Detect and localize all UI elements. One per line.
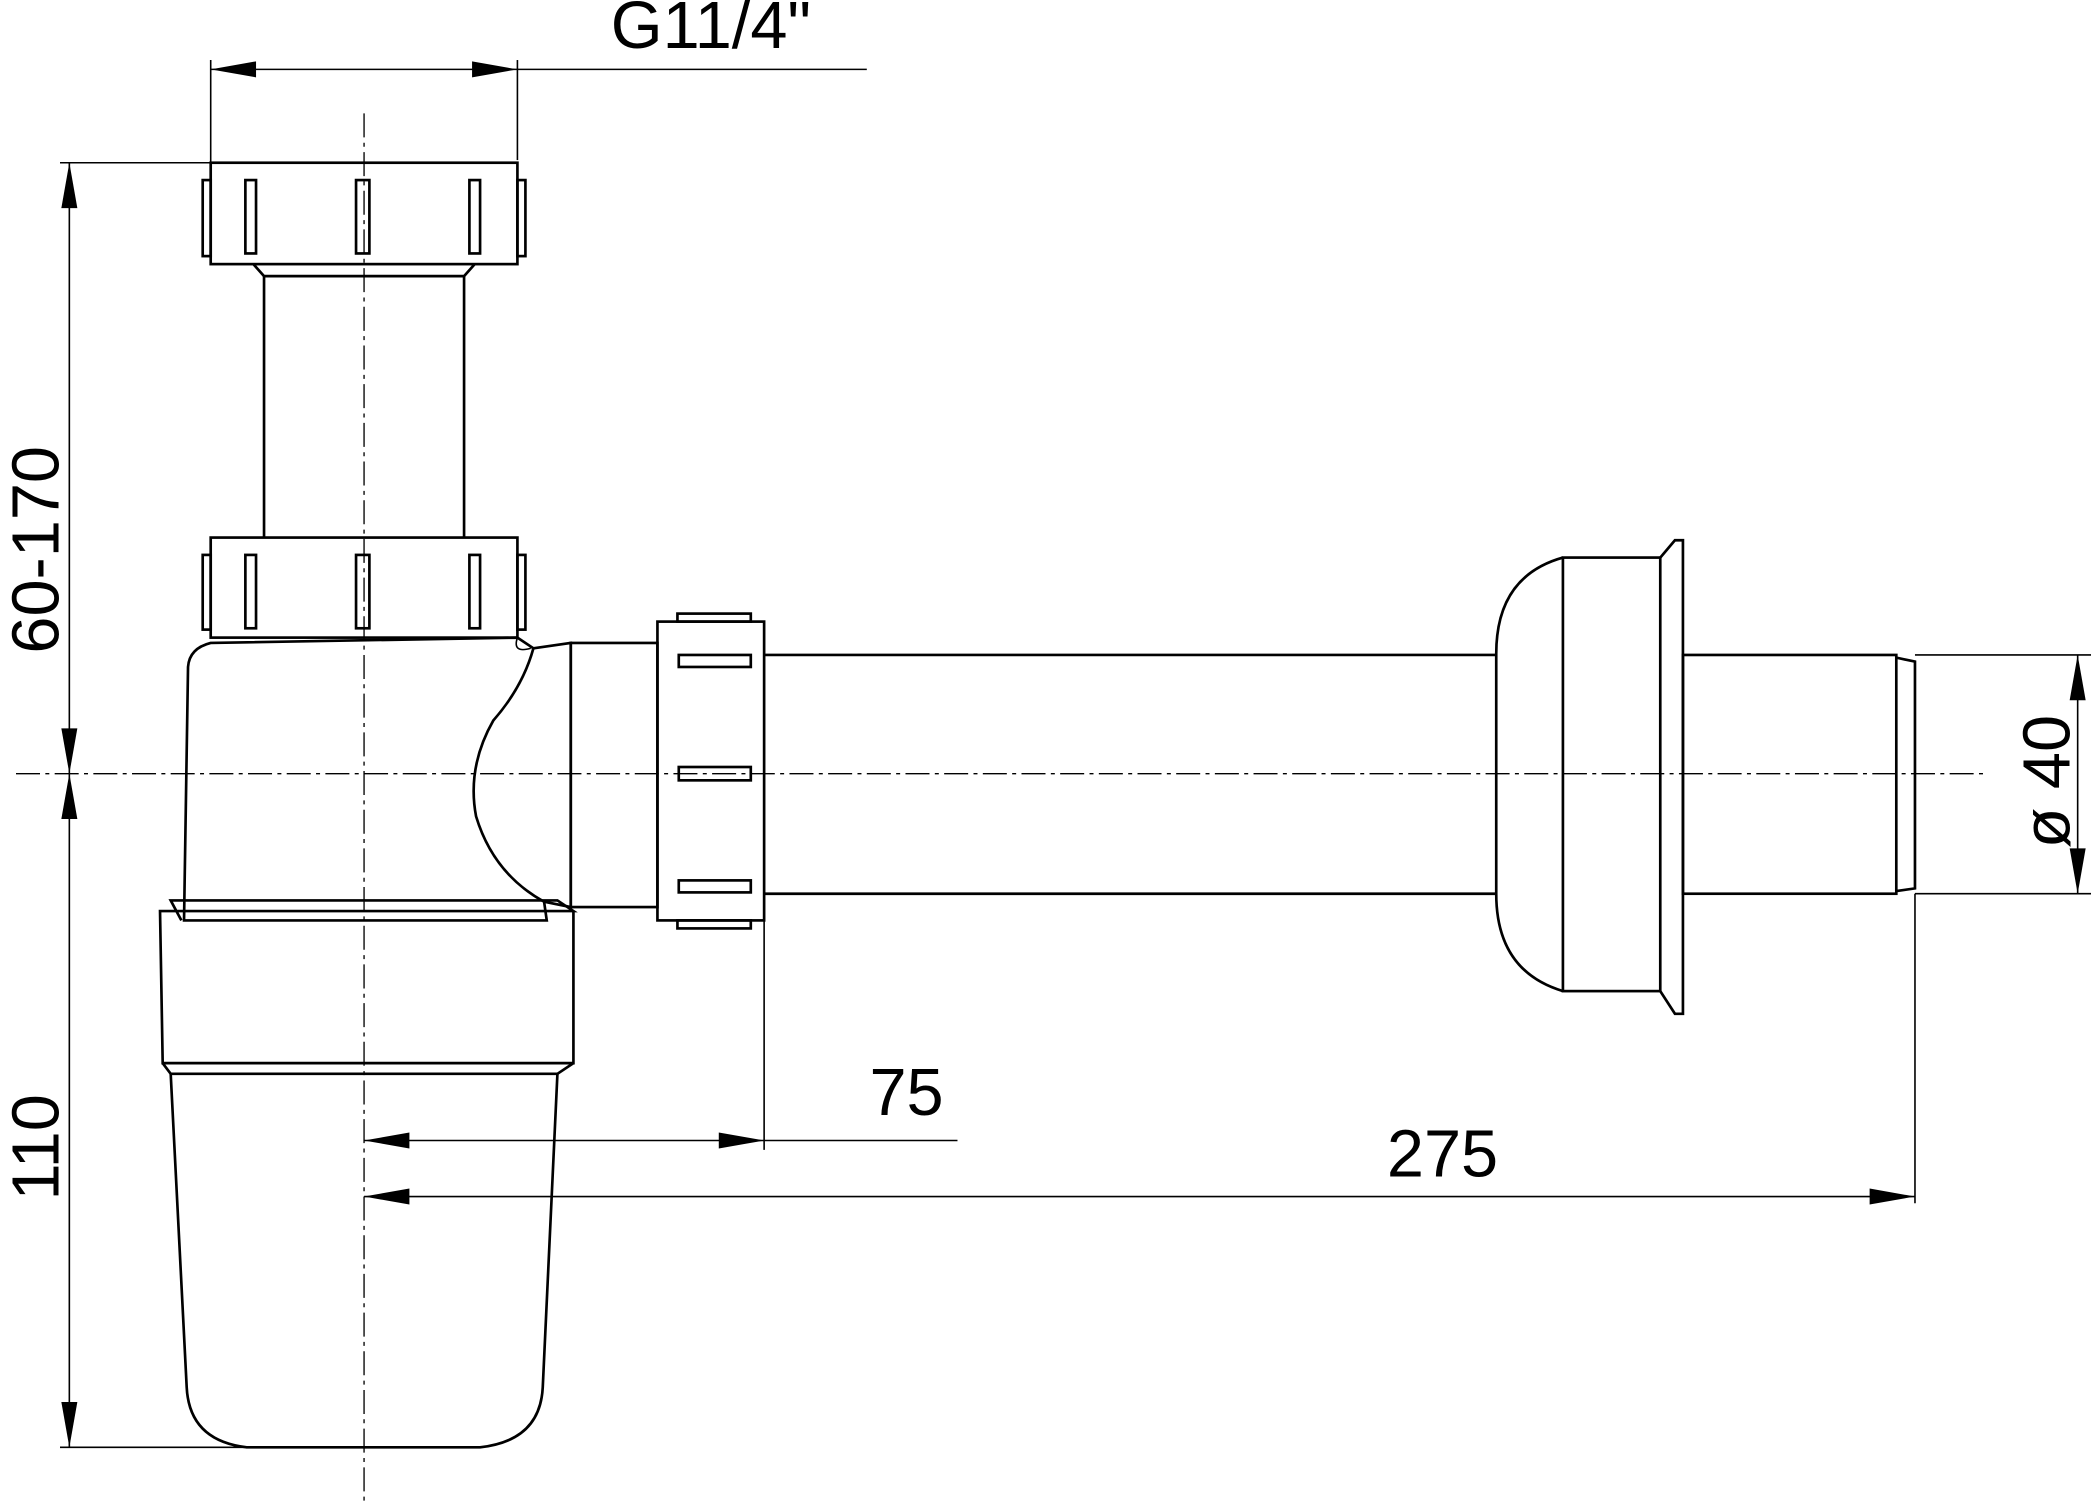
siphon-body	[182, 612, 766, 930]
dimension-thread: G11/4"	[209, 0, 867, 163]
body-nut	[201, 536, 527, 639]
dimension-outlet-diameter: ø 40	[1914, 654, 2091, 895]
body-offset-label: 75	[869, 1056, 943, 1130]
outlet-diameter-label: ø 40	[2011, 715, 2085, 848]
dimension-body-offset: 75	[364, 920, 958, 1150]
total-length-label: 275	[1387, 1118, 1498, 1192]
dimension-total-length: 275	[364, 893, 1916, 1205]
top-nut	[201, 161, 527, 278]
height-adjust-label: 60-170	[0, 446, 74, 654]
bottle-cup	[158, 899, 578, 1449]
trap-depth-label: 110	[0, 1094, 74, 1200]
dimension-height: 60-170 110	[0, 161, 247, 1449]
thread-label: G11/4"	[611, 0, 811, 63]
riser-pipe	[262, 276, 466, 538]
outlet-pipe	[764, 538, 1917, 1016]
